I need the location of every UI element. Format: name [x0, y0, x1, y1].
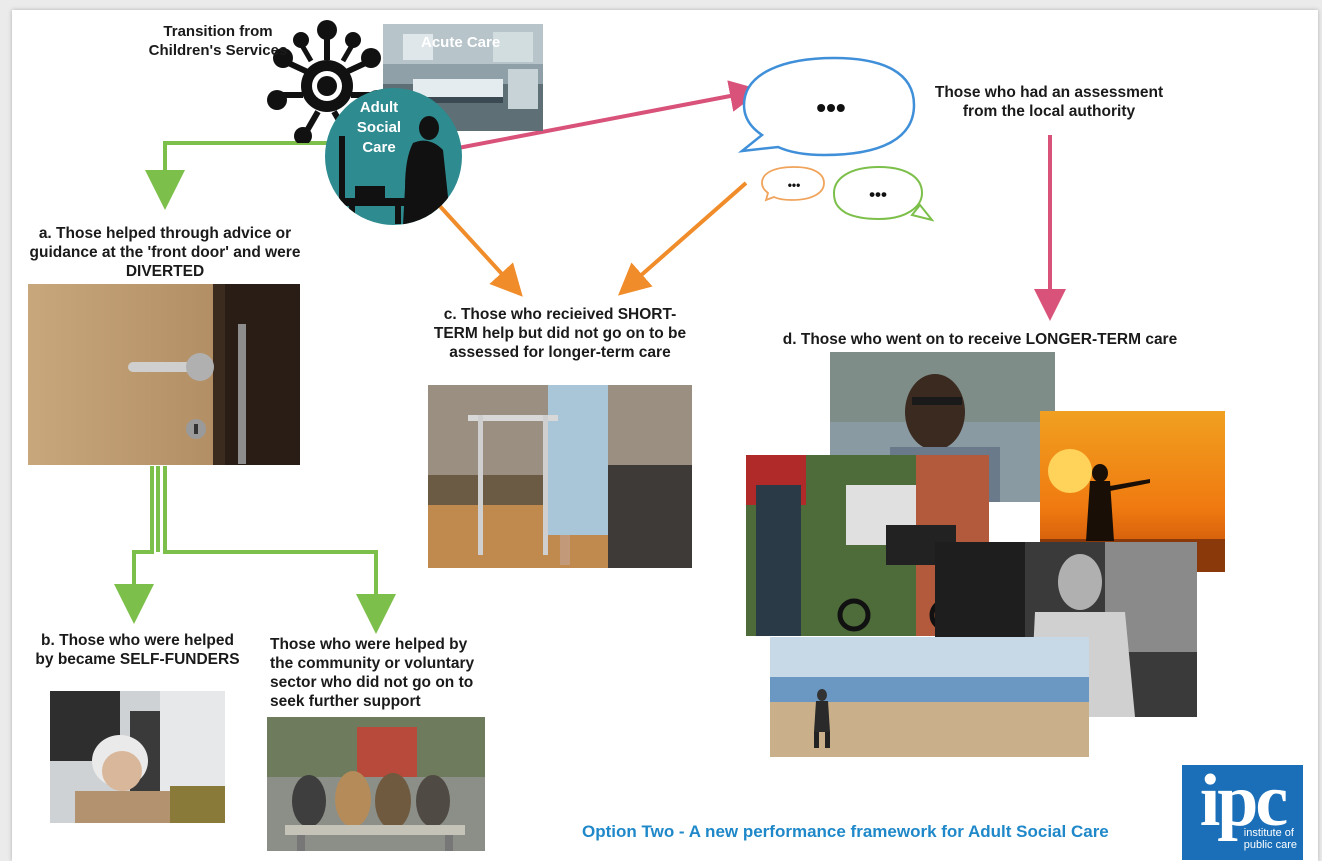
label-community: Those who were helped by the community o…: [270, 636, 475, 710]
footer-title: Option Two - A new performance framework…: [582, 822, 1109, 841]
label-b: b. Those who were helped by became SELF-…: [35, 632, 240, 668]
speech-bubble-green: [832, 165, 934, 222]
acute-care-label: Acute Care: [421, 34, 501, 51]
logo-subtitle: institute of public care: [1244, 827, 1297, 851]
bubble-dots-blue: •••: [816, 92, 845, 123]
arrow-green-to-community: [163, 466, 396, 634]
label-c: c. Those who recieived SHORT-TERM help b…: [433, 306, 687, 361]
self-funder-photo: [50, 691, 225, 823]
bubble-dots-green: •••: [869, 185, 887, 204]
arrow-green-to-a: [145, 141, 335, 210]
speech-bubble-blue: [737, 56, 916, 157]
community-bench-photo: [267, 717, 485, 851]
logo-line-1: institute of: [1243, 827, 1294, 839]
door-handle-photo: [28, 284, 300, 465]
arrow-orange-to-c-right: [617, 181, 748, 296]
label-a: a. Those helped through advice or guidan…: [29, 225, 301, 280]
walking-frame-photo: [428, 385, 692, 568]
logo-line-2: public care: [1243, 839, 1297, 851]
transition-label: Transition from Children's Services: [148, 23, 288, 59]
speech-bubble-orange: [761, 166, 825, 202]
arrow-green-to-b: [114, 466, 154, 624]
adult-social-care-circle: Adult Social Care: [325, 88, 462, 225]
arrow-pink-to-bubble: [457, 80, 762, 150]
speech-bubbles: ••• ••• •••: [737, 56, 934, 222]
bubble-dots-orange: •••: [788, 178, 801, 192]
adult-social-care-label: Adult Social Care: [356, 99, 402, 156]
assessment-label: Those who had an assessment from the loc…: [934, 84, 1164, 120]
ipc-logo: ipc institute of public care: [1182, 760, 1303, 860]
logo-mark: ipc: [1199, 760, 1289, 842]
label-d: d. Those who went on to receive LONGER-T…: [782, 331, 1178, 348]
person-at-computer-icon: [339, 116, 451, 225]
beach-walker-photo: [770, 637, 1089, 757]
